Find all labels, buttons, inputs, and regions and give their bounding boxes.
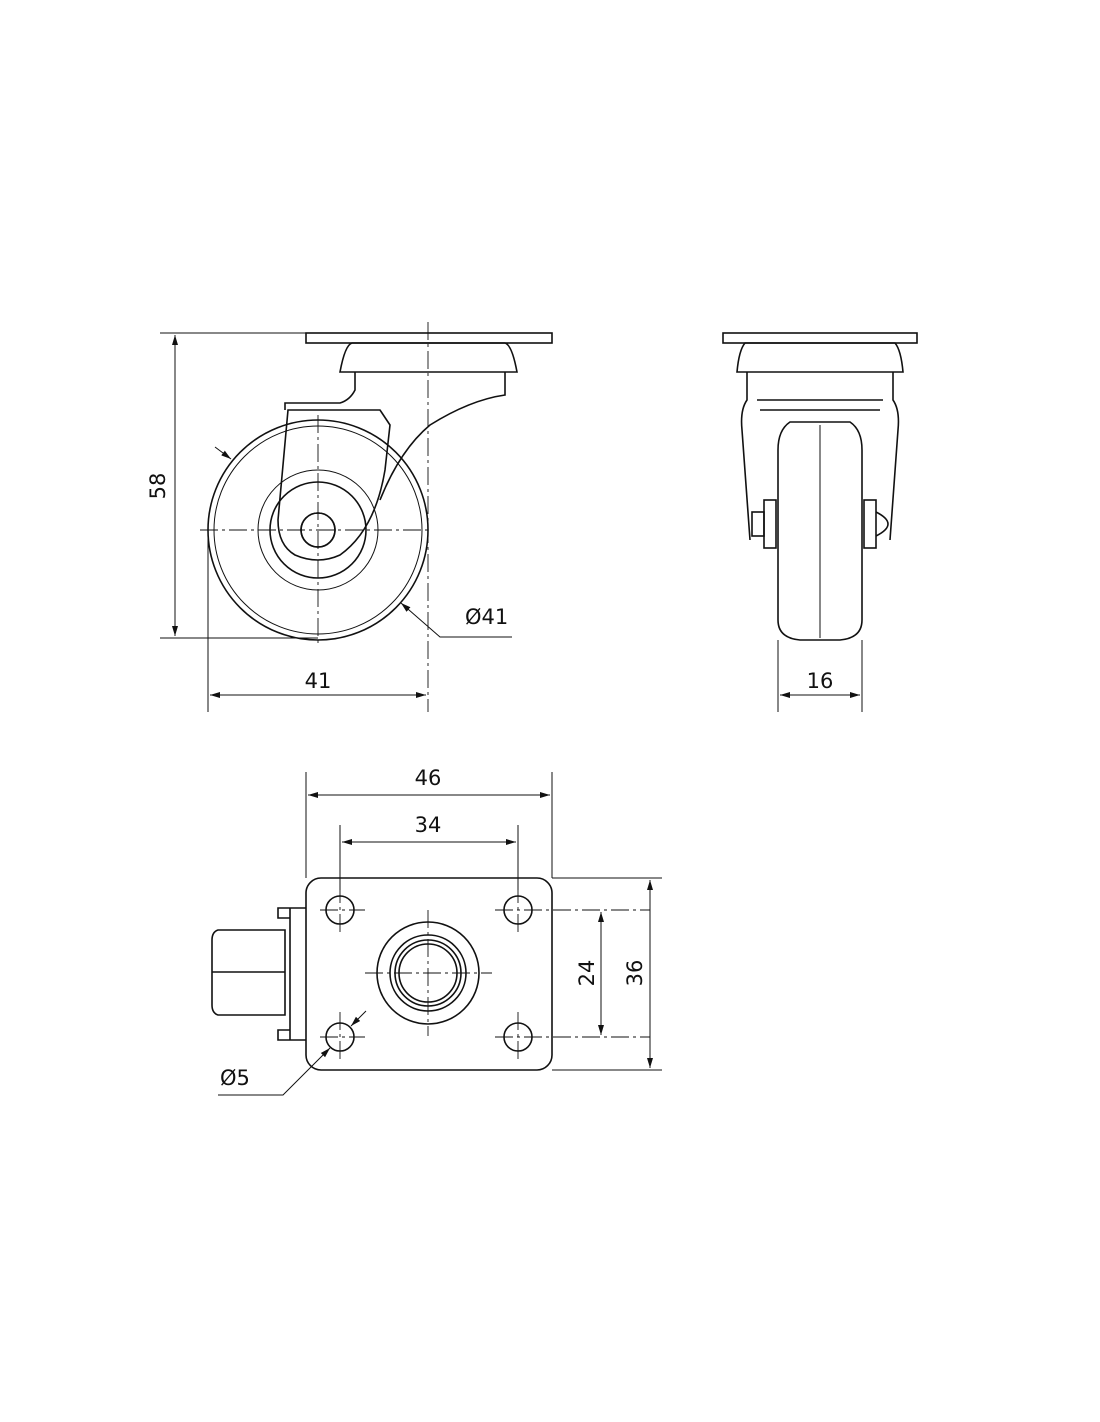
width-dimension-label: 41	[305, 669, 332, 693]
swivel-housing	[339, 342, 518, 373]
hole-spacing-y-label: 24	[575, 960, 599, 987]
front-view: 16	[722, 332, 918, 712]
plate-depth-label: 36	[623, 960, 647, 987]
mounting-plate	[305, 332, 553, 344]
hole-spacing-x-label: 34	[415, 813, 442, 837]
side-view: 58 41 Ø41	[146, 322, 553, 712]
wheel-tire	[777, 421, 863, 641]
height-dimension-label: 58	[146, 473, 170, 500]
fork-leg	[277, 409, 391, 561]
plate-width-label: 46	[415, 766, 442, 790]
wheel-diameter-label: Ø41	[465, 605, 508, 629]
mounting-holes	[325, 895, 533, 1052]
bottom-view: 46 34 24 36 Ø5	[211, 766, 662, 1096]
plate-outline	[305, 877, 553, 1071]
swivel-neck	[284, 372, 506, 501]
hole-diameter-label: Ø5	[220, 1066, 250, 1090]
wheel-width-label: 16	[807, 669, 834, 693]
